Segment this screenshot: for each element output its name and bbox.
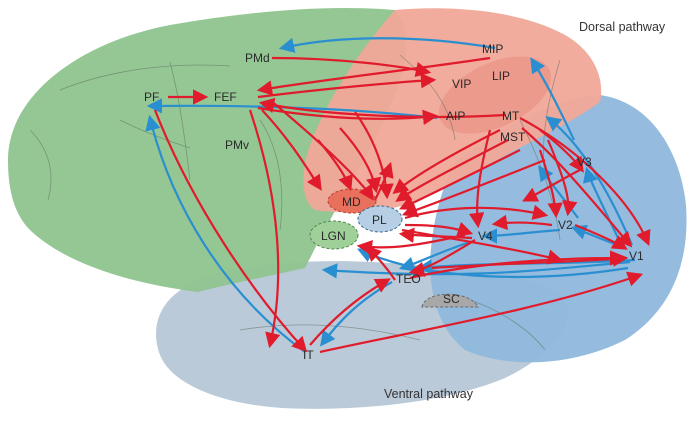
feedback-arrows	[145, 37, 636, 353]
ventral-pathway-label: Ventral pathway	[384, 387, 474, 401]
sc-nucleus	[421, 293, 479, 308]
label-PMd: PMd	[245, 51, 270, 65]
brain-lobes	[8, 7, 687, 409]
pathway-labels: Dorsal pathway Ventral pathway	[384, 20, 666, 401]
label-AIP: AIP	[446, 109, 465, 123]
label-V4: V4	[478, 229, 493, 243]
feedforward-arrows	[153, 56, 651, 354]
intraparietal-region	[438, 56, 552, 134]
region-labels: PMd PF FEF PMv MIP LIP VIP AIP MT MST V3…	[144, 42, 644, 362]
label-MT: MT	[502, 109, 520, 123]
label-FEF: FEF	[214, 90, 237, 104]
label-MIP: MIP	[482, 42, 503, 56]
label-V3: V3	[577, 155, 592, 169]
label-TEO: TEO	[396, 272, 421, 286]
frontal-lobe	[8, 7, 407, 292]
label-PMv: PMv	[225, 138, 249, 152]
label-MD: MD	[342, 195, 361, 209]
label-PF: PF	[144, 90, 159, 104]
lgn-nucleus	[309, 220, 359, 250]
label-IT: IT	[303, 348, 314, 362]
label-V2: V2	[558, 218, 573, 232]
sulci	[29, 54, 561, 351]
label-MST: MST	[500, 130, 526, 144]
label-VIP: VIP	[452, 77, 471, 91]
label-PL: PL	[372, 213, 387, 227]
label-LGN: LGN	[321, 229, 346, 243]
dorsal-pathway-label: Dorsal pathway	[579, 20, 666, 34]
label-V1: V1	[629, 249, 644, 263]
pl-nucleus	[357, 205, 403, 233]
subcortical-nuclei	[309, 188, 479, 308]
label-LIP: LIP	[492, 69, 510, 83]
label-SC: SC	[443, 292, 460, 306]
